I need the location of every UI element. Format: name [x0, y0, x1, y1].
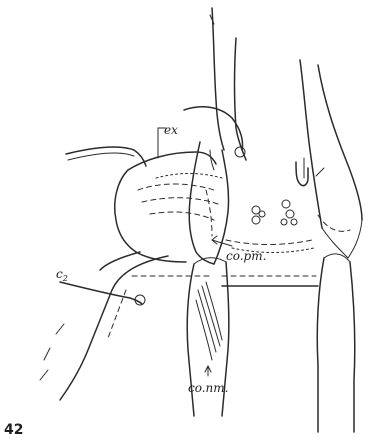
- hook-glyph: [296, 158, 324, 186]
- seta-c2: [60, 282, 145, 305]
- dashed-boundary: [222, 240, 318, 286]
- label-c2: c2: [56, 267, 68, 283]
- upper-stalk: [210, 8, 246, 160]
- sensilla-cluster: [252, 200, 297, 225]
- long-seta-left: [66, 147, 146, 166]
- label-co-nm: co.nm.: [188, 381, 228, 395]
- label-co-pm: co.pm.: [226, 249, 266, 263]
- central-process: [189, 142, 228, 264]
- coxa-body: [115, 152, 222, 262]
- right-column: [300, 60, 362, 432]
- label-ex: ex: [164, 123, 178, 137]
- label-c2-sub: 2: [62, 274, 68, 283]
- figure-number: 42: [4, 422, 23, 438]
